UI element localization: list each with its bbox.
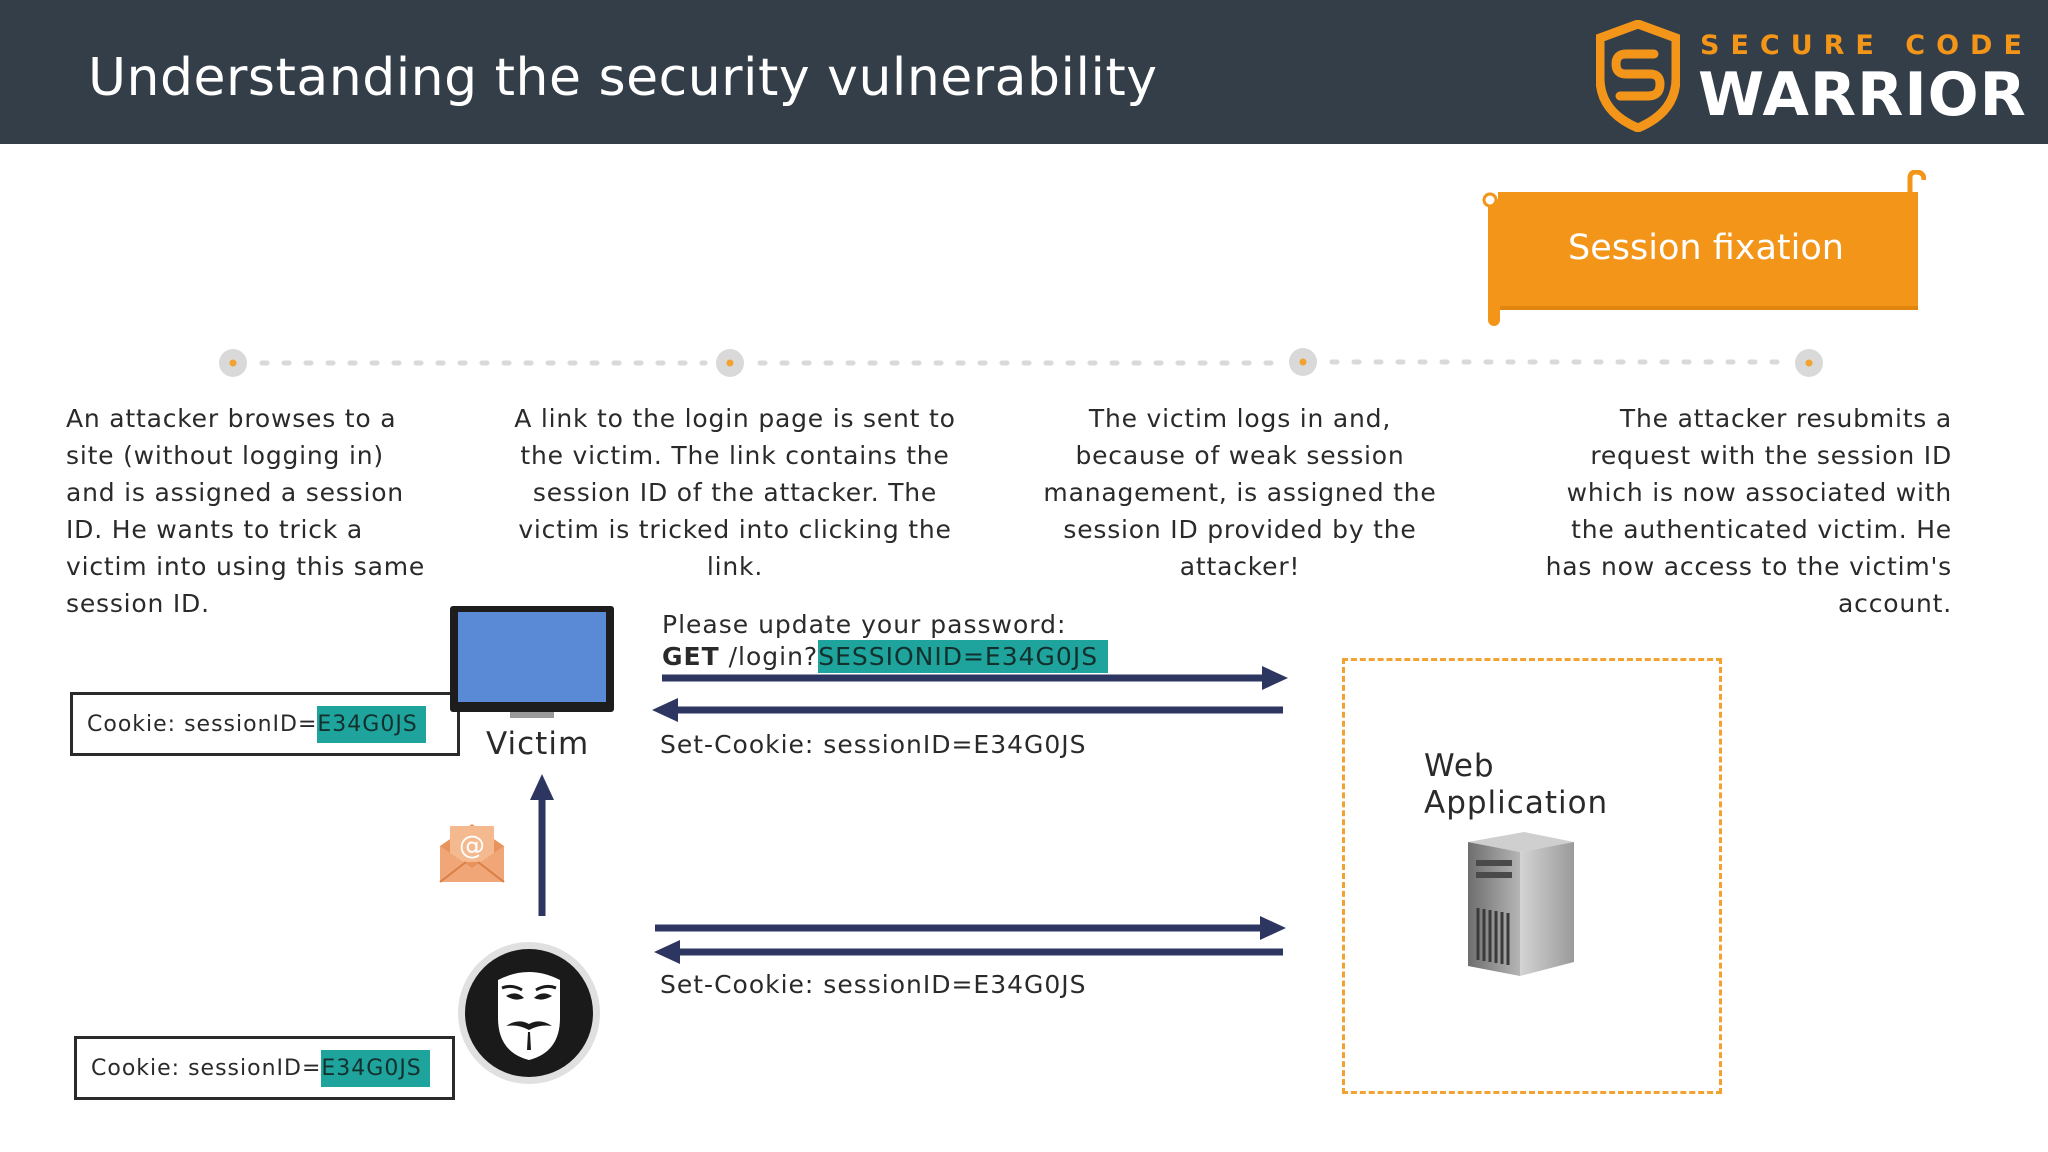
shield-logo-icon [1596, 20, 1680, 132]
attacker-set-cookie-text: Set-Cookie: sessionID=E34G0JS [660, 970, 1087, 999]
logo-top-text: SECURE CODE [1700, 30, 2033, 61]
step-3-text: The victim logs in and, because of weak … [1043, 404, 1437, 581]
attacker-cookie-prefix: Cookie: sessionID= [91, 1055, 322, 1081]
victim-request-arrowhead [1262, 666, 1288, 690]
victim-cookie-box: Cookie: sessionID=E34G0JS [70, 692, 460, 756]
scroll-banner-icon [1482, 170, 1926, 326]
request-method: GET [662, 642, 720, 671]
svg-text:@: @ [459, 831, 485, 861]
victim-label: Victim [486, 726, 590, 762]
request-message-line1: Please update your password: [662, 610, 1067, 639]
attacker-to-victim-arrowhead [530, 774, 554, 800]
logo-main-text: WARRIOR [1698, 60, 2027, 130]
server-icon [1468, 832, 1574, 976]
attacker-request-arrowhead [1260, 916, 1286, 940]
slide-title: Understanding the security vulnerability [88, 48, 1158, 108]
attacker-cookie-box: Cookie: sessionID=E34G0JS [74, 1036, 455, 1100]
victim-cookie-prefix: Cookie: sessionID= [87, 711, 318, 737]
victim-response-arrowhead [652, 698, 678, 722]
request-path: /login? [719, 642, 819, 671]
attacker-response-arrowhead [654, 940, 680, 964]
web-application-box [1342, 658, 1722, 1094]
step-4-text: The attacker resubmits a request with th… [1545, 404, 1952, 618]
step-1-text: An attacker browses to a site (without l… [66, 404, 426, 618]
timeline [219, 348, 1823, 377]
attacker-cookie-value: E34G0JS [321, 1049, 430, 1087]
step-2-text: A link to the login page is sent to the … [514, 404, 956, 581]
request-message-line2: GET /login?SESSIONID=E34G0JS [662, 640, 1109, 673]
envelope-icon: @ [439, 824, 505, 883]
web-application-label: Web Application [1424, 748, 1609, 821]
request-session-id: SESSIONID=E34G0JS [818, 640, 1109, 673]
victim-set-cookie-text: Set-Cookie: sessionID=E34G0JS [660, 730, 1087, 759]
victim-cookie-value: E34G0JS [317, 705, 426, 743]
session-fixation-label: Session fixation [1568, 228, 1844, 268]
monitor-icon [450, 606, 614, 718]
header-bar: Understanding the security vulnerability… [0, 0, 2048, 144]
logo: SECURE CODE WARRIOR [1596, 20, 2026, 132]
anonymous-mask-icon [458, 942, 600, 1084]
